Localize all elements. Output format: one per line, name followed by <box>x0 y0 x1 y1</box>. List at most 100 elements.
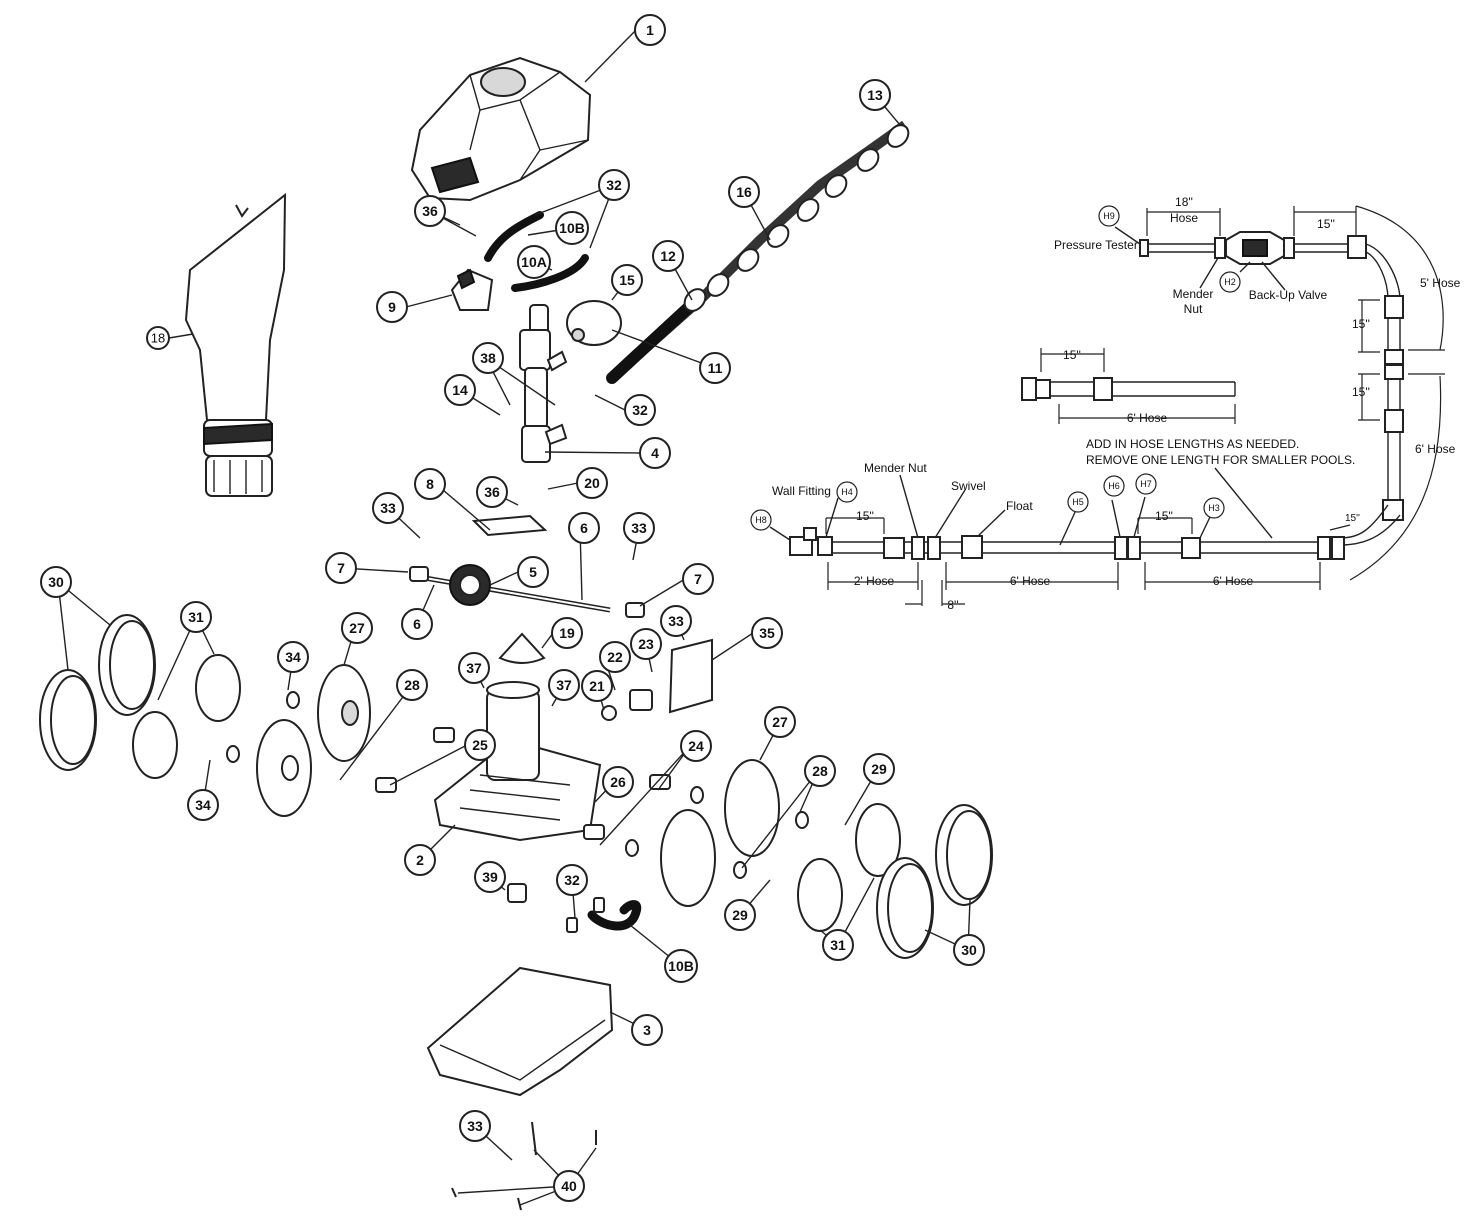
callout-5: 5 <box>517 556 549 588</box>
callout-33-bottom-label: 33 <box>467 1118 483 1134</box>
callout-18-label: 18 <box>151 331 165 346</box>
callout-23-label: 23 <box>638 636 654 652</box>
callout-30-left-label: 30 <box>48 574 64 590</box>
callout-26: 26 <box>602 766 634 798</box>
hose-note-line-1: ADD IN HOSE LENGTHS AS NEEDED. <box>1086 437 1299 451</box>
callout-36-top: 36 <box>414 195 446 227</box>
back-up-valve-label: Back-Up Valve <box>1249 288 1328 302</box>
callout-14-label: 14 <box>452 382 468 398</box>
callout-7-left-label: 7 <box>337 560 345 576</box>
callout-32-top-label: 32 <box>606 177 622 193</box>
callout-6-top: 6 <box>568 512 600 544</box>
callout-13-label: 13 <box>867 87 883 103</box>
dim-8-label: 8'' <box>947 598 958 612</box>
callout-36-top-label: 36 <box>422 203 438 219</box>
callout-28-left-label: 28 <box>404 677 420 693</box>
float-label: Float <box>1006 499 1033 513</box>
callout-33-left: 33 <box>372 492 404 524</box>
callout-27-right-label: 27 <box>772 714 788 730</box>
hose-callout-h8-label: H8 <box>755 515 767 525</box>
hose-6ft-extra-label: 6' Hose <box>1127 411 1168 425</box>
part-chassis <box>433 681 602 842</box>
callout-29-top-label: 29 <box>871 761 887 777</box>
callout-34-bottom: 34 <box>187 789 219 821</box>
callout-25: 25 <box>464 729 496 761</box>
callout-29-bottom-label: 29 <box>732 907 748 923</box>
callout-39-label: 39 <box>482 869 498 885</box>
callout-6-bottom: 6 <box>401 608 433 640</box>
callout-38: 38 <box>472 342 504 374</box>
part-hose-10 <box>484 211 642 931</box>
swivel-label: Swivel <box>951 479 986 493</box>
part-hardware <box>375 727 671 1211</box>
callout-40: 40 <box>553 1170 585 1202</box>
mender-nut-label: Mender Nut <box>864 461 927 475</box>
callout-22-label: 22 <box>607 649 623 665</box>
callout-7-right: 7 <box>682 563 714 595</box>
callout-33-left-label: 33 <box>380 500 396 516</box>
callout-33-right: 33 <box>623 512 655 544</box>
part-turbine-housing <box>519 304 568 463</box>
callout-6-top-label: 6 <box>580 520 588 536</box>
callout-24-label: 24 <box>688 738 704 754</box>
callout-36-mid: 36 <box>476 476 508 508</box>
callout-9: 9 <box>376 291 408 323</box>
callout-5-label: 5 <box>529 564 537 580</box>
wall-fitting-label: Wall Fitting <box>772 484 831 498</box>
hose-note-line-2: REMOVE ONE LENGTH FOR SMALLER POOLS. <box>1086 453 1355 467</box>
callout-30-right-label: 30 <box>961 942 977 958</box>
callout-20-label: 20 <box>584 475 600 491</box>
callout-1: 1 <box>634 14 666 46</box>
callout-12: 12 <box>652 240 684 272</box>
dim-15-vertical-1-label: 15'' <box>1352 317 1370 331</box>
callout-33-right-label: 33 <box>631 520 647 536</box>
hose-callout-h4: H4 <box>836 481 858 503</box>
callout-8: 8 <box>414 468 446 500</box>
callout-32-bottom: 32 <box>556 864 588 896</box>
dim-15-vertical-2-label: 15'' <box>1352 385 1370 399</box>
hose-callout-h9-label: H9 <box>1103 211 1115 221</box>
pressure-tester-label: Pressure Tester <box>1054 238 1138 252</box>
hose-callout-h8: H8 <box>750 509 772 531</box>
dim-15-extra-label: 15'' <box>1063 348 1081 362</box>
part-debris-bag <box>184 192 287 497</box>
callout-33-bracket-label: 33 <box>668 613 684 629</box>
callout-29-bottom: 29 <box>724 899 756 931</box>
callout-10a-label: 10A <box>521 254 547 270</box>
part-bottom-cover <box>426 966 614 1097</box>
callout-1-label: 1 <box>646 22 654 38</box>
callout-18: 18 <box>146 326 170 350</box>
hose-callout-h5-label: H5 <box>1072 497 1084 507</box>
callout-19: 19 <box>551 617 583 649</box>
mender-nut-top-label: Mender <box>1173 287 1214 301</box>
callout-16: 16 <box>728 176 760 208</box>
callout-31-left-label: 31 <box>188 609 204 625</box>
callout-31-right: 31 <box>822 929 854 961</box>
callout-16-label: 16 <box>736 184 752 200</box>
dim-15-h7-label: 15'' <box>1155 509 1173 523</box>
callout-6-bottom-label: 6 <box>413 616 421 632</box>
hose-callout-h2-label: H2 <box>1224 277 1236 287</box>
callout-30-right: 30 <box>953 934 985 966</box>
callout-11-label: 11 <box>708 360 723 376</box>
callout-7-left: 7 <box>325 552 357 584</box>
part-right-wheels <box>625 759 993 959</box>
hose-callout-h3: H3 <box>1203 497 1225 519</box>
part-plate <box>471 514 548 537</box>
part-gear-box <box>450 268 494 311</box>
callout-10b-bottom: 10B <box>664 949 698 983</box>
hose-callout-h2: H2 <box>1219 271 1241 293</box>
callout-7-right-label: 7 <box>694 571 702 587</box>
hose-callout-h9: H9 <box>1098 205 1120 227</box>
callout-15-label: 15 <box>619 272 635 288</box>
part-cone <box>498 632 546 664</box>
mender-nut-top-sublabel: Nut <box>1184 302 1203 316</box>
hose-length-18-label: 18'' <box>1175 195 1193 209</box>
hose-6ft-mid-label: 6' Hose <box>1010 574 1051 588</box>
hose-length-18-sublabel: Hose <box>1170 211 1198 225</box>
callout-2-label: 2 <box>416 852 424 868</box>
callout-28-right-label: 28 <box>812 763 828 779</box>
callout-33-bottom: 33 <box>459 1110 491 1142</box>
callout-12-label: 12 <box>660 248 676 264</box>
callout-39: 39 <box>474 861 506 893</box>
